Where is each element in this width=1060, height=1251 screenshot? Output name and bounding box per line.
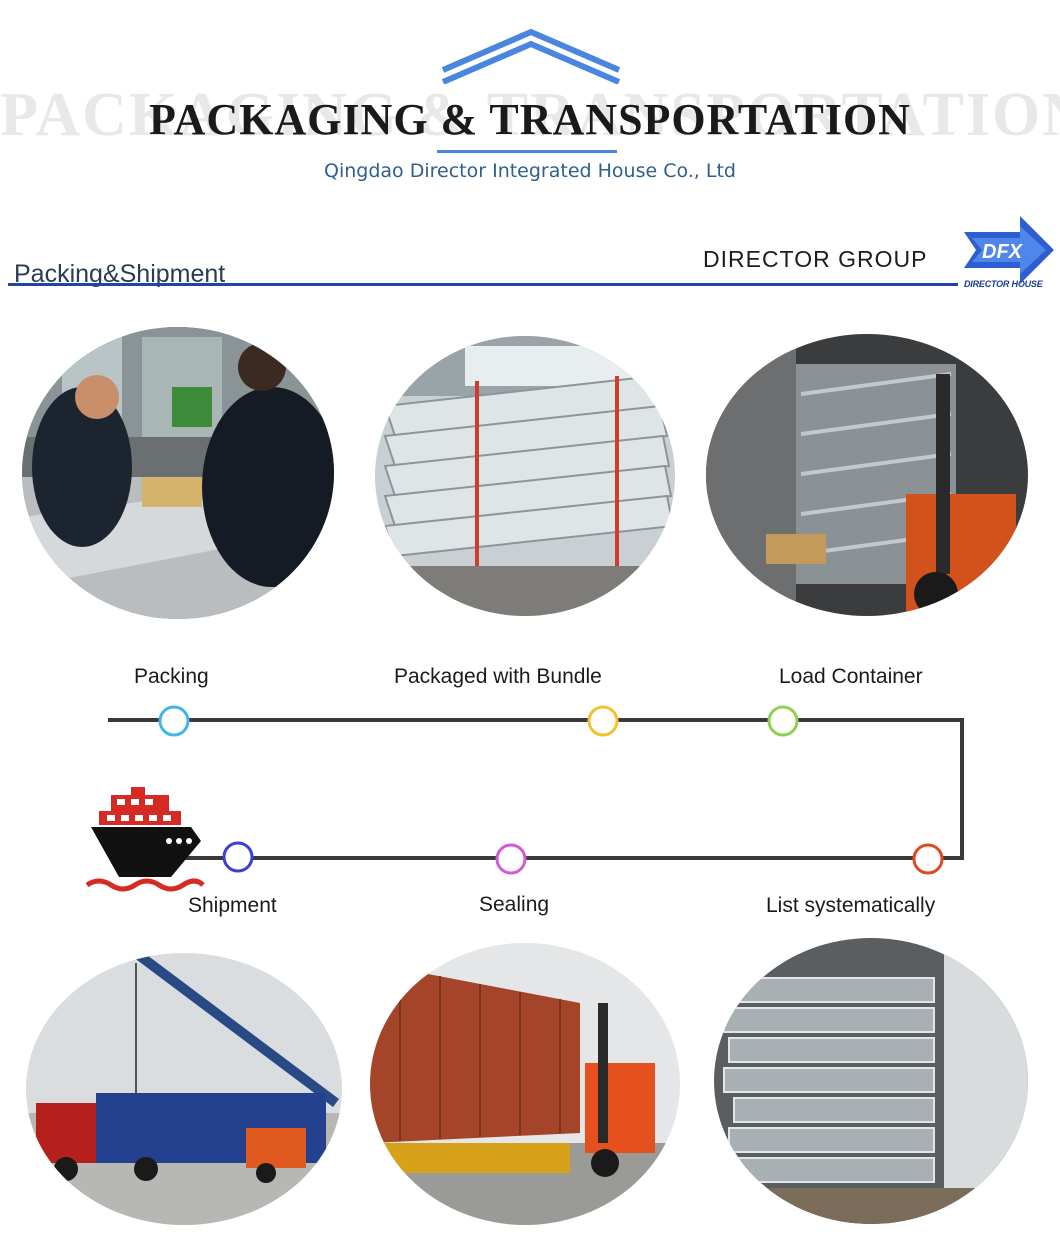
node-list (912, 843, 944, 875)
container-sealing-photo (370, 943, 680, 1225)
node-shipment (222, 841, 254, 873)
page-title: PACKAGING & TRANSPORTATION (149, 95, 911, 144)
label-load-container: Load Container (779, 665, 923, 688)
label-bundle: Packaged with Bundle (394, 665, 602, 688)
node-packing (158, 705, 190, 737)
label-packing: Packing (134, 665, 209, 688)
company-subtitle: Qingdao Director Integrated House Co., L… (324, 160, 736, 182)
dfx-logo: DFX (964, 216, 1054, 284)
container-stacked-photo (714, 938, 1028, 1224)
group-name: DIRECTOR GROUP (703, 246, 928, 272)
title-underline (437, 150, 617, 153)
forklift-loading-photo (706, 334, 1028, 616)
roof-icon (441, 28, 621, 84)
cargo-ship-icon (85, 787, 205, 892)
crane-truck-photo (26, 953, 342, 1225)
process-flow-line (108, 705, 964, 875)
banner-divider (8, 283, 958, 286)
steel-bundle-photo (375, 336, 675, 616)
label-sealing: Sealing (479, 893, 550, 916)
logo-text: DFX (982, 241, 1024, 263)
label-list-systematically: List systematically (766, 894, 936, 917)
node-sealing (495, 843, 527, 875)
node-load (767, 705, 799, 737)
node-bundle (587, 705, 619, 737)
label-shipment: Shipment (188, 894, 277, 917)
logo-caption: DIRECTOR HOUSE (964, 279, 1043, 289)
ghost-title: PACKAGING & TRANSPORTATION (0, 81, 1060, 149)
workers-packing-photo (22, 327, 334, 619)
